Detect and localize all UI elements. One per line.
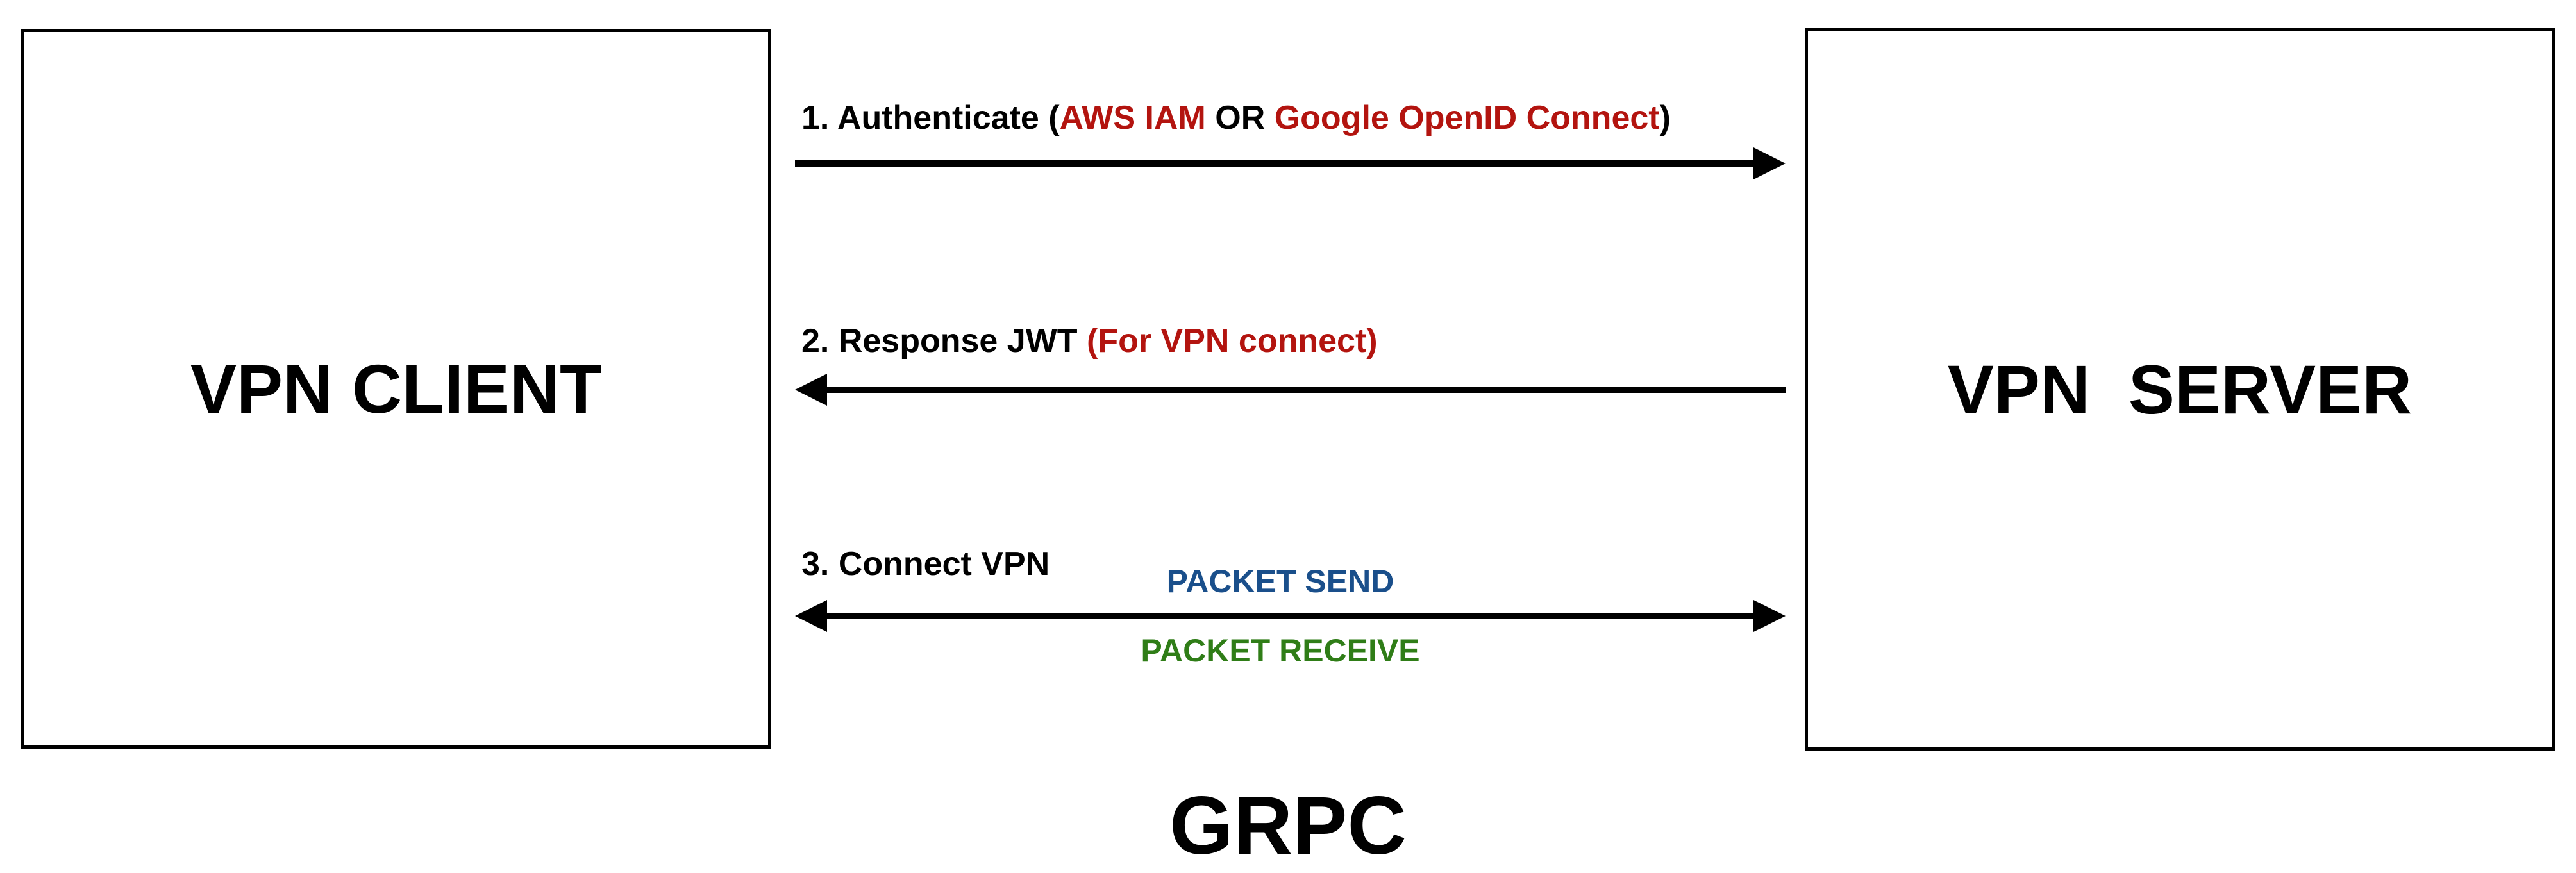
step-authenticate-aws-iam: AWS IAM bbox=[1059, 99, 1206, 137]
vpn-server-title: VPN SERVER bbox=[1947, 350, 2413, 428]
step-authenticate-google-oidc: Google OpenID Connect bbox=[1274, 99, 1660, 137]
step-response-jwt-note: (For VPN connect) bbox=[1087, 322, 1378, 360]
connect-vpn-arrowhead-right bbox=[1753, 600, 1786, 632]
connect-vpn-arrow bbox=[795, 600, 1786, 632]
vpn-server-box: VPN SERVER bbox=[1805, 28, 2555, 751]
response-jwt-arrowhead-left bbox=[795, 374, 827, 406]
response-jwt-arrow bbox=[795, 374, 1786, 406]
authenticate-arrowhead-right bbox=[1753, 147, 1786, 179]
authenticate-arrow bbox=[795, 147, 1786, 179]
step-authenticate-suffix: ) bbox=[1659, 99, 1671, 137]
step-authenticate-prefix: 1. Authenticate ( bbox=[801, 99, 1060, 137]
vpn-client-title: VPN CLIENT bbox=[190, 350, 603, 428]
connect-vpn-arrowhead-left bbox=[795, 600, 827, 632]
step-connect-vpn-label: 3. Connect VPN bbox=[801, 545, 1050, 583]
step-authenticate-label: 1. Authenticate (AWS IAM OR Google OpenI… bbox=[801, 101, 1671, 135]
step-response-jwt-label: 2. Response JWT (For VPN connect) bbox=[801, 324, 1378, 358]
packet-receive-label: PACKET RECEIVE bbox=[1141, 633, 1420, 669]
step-response-jwt-prefix: 2. Response JWT bbox=[801, 322, 1087, 360]
packet-send-label: PACKET SEND bbox=[1166, 563, 1394, 599]
vpn-client-box: VPN CLIENT bbox=[21, 29, 771, 749]
protocol-label: GRPC bbox=[1169, 780, 1407, 872]
step-authenticate-or: OR bbox=[1205, 99, 1275, 137]
